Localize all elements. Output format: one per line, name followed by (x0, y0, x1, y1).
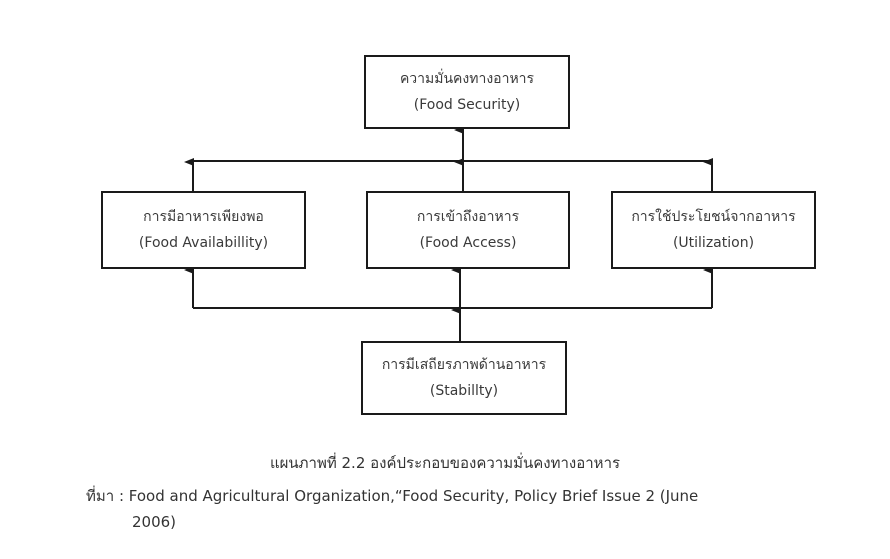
utilization-english: (Utilization) (672, 235, 755, 251)
source-line-1: ที่มา : Food and Agricultural Organizati… (86, 487, 699, 505)
food-availability-english: (Food Availabillity) (138, 235, 269, 251)
food-security-box: ความมั่นคงทางอาหาร (Food Security) (364, 55, 570, 129)
source-line-2: 2006) (132, 513, 177, 531)
figure-caption: แผนภาพที่ 2.2 องค์ประกอบของความมั่นคงทาง… (269, 454, 621, 472)
food-access-english: (Food Access) (419, 235, 517, 251)
food-availability-box: การมีอาหารเพียงพอ (Food Availabillity) (101, 191, 306, 269)
utilization-thai: การใช้ประโยชน์จากอาหาร (631, 209, 796, 225)
food-security-thai: ความมั่นคงทางอาหาร (399, 71, 535, 87)
food-availability-thai: การมีอาหารเพียงพอ (143, 209, 264, 225)
source-note: ที่มา : Food and Agricultural Organizati… (86, 483, 786, 535)
food-access-thai: การเข้าถึงอาหาร (416, 209, 520, 225)
stability-thai: การมีเสถียรภาพด้านอาหาร (381, 357, 547, 373)
food-security-english: (Food Security) (413, 97, 521, 113)
food-access-box: การเข้าถึงอาหาร (Food Access) (366, 191, 570, 269)
utilization-box: การใช้ประโยชน์จากอาหาร (Utilization) (611, 191, 816, 269)
stability-english: (Stabillty) (429, 383, 499, 399)
stability-box: การมีเสถียรภาพด้านอาหาร (Stabillty) (361, 341, 567, 415)
